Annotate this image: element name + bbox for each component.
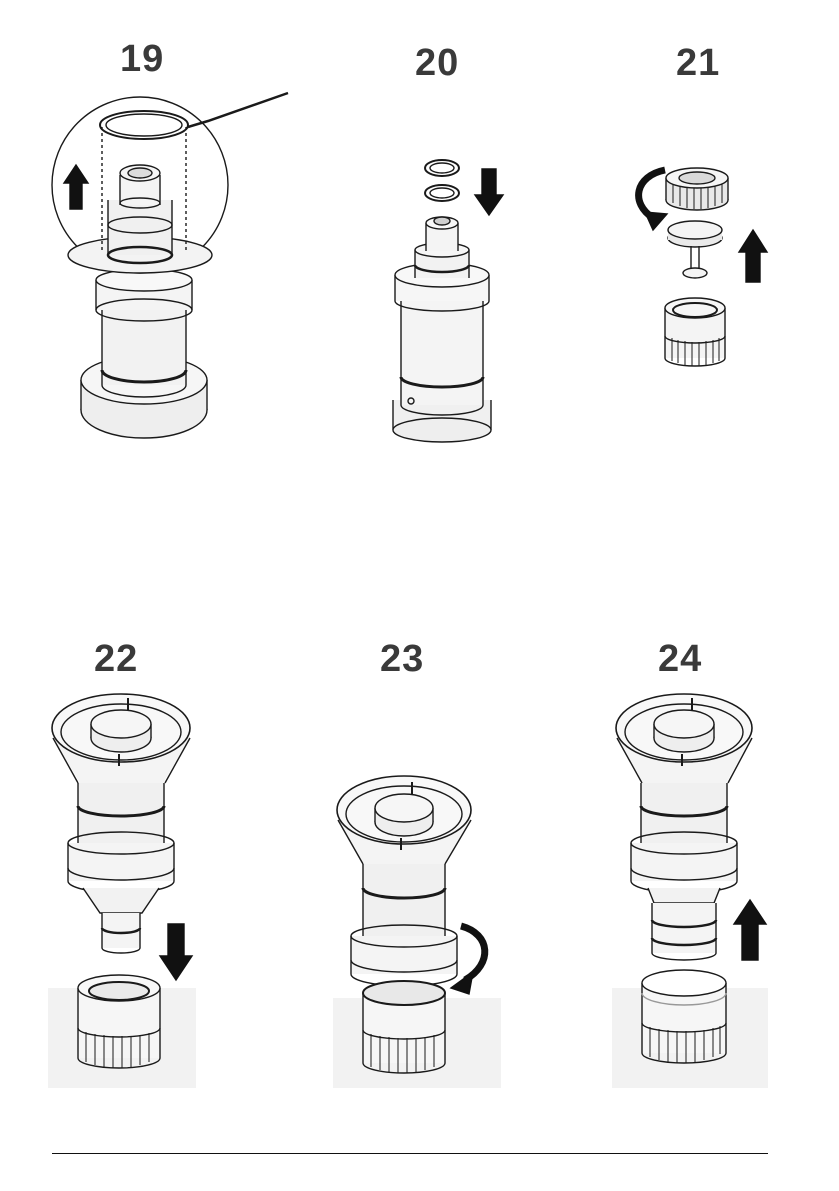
step-24-illustration xyxy=(612,688,768,1088)
step-20-illustration xyxy=(385,155,525,450)
step-number-20: 20 xyxy=(415,44,459,82)
step-number-23: 23 xyxy=(380,640,424,678)
step-number-24: 24 xyxy=(658,640,702,678)
footer-rule xyxy=(52,1153,768,1154)
step-number-22: 22 xyxy=(94,640,138,678)
step-19-illustration xyxy=(40,85,300,450)
step-23-illustration xyxy=(333,768,501,1088)
step-number-19: 19 xyxy=(120,40,164,78)
step-number-21: 21 xyxy=(676,44,720,82)
step-21-illustration xyxy=(625,158,780,380)
step-22-illustration xyxy=(48,688,196,1088)
